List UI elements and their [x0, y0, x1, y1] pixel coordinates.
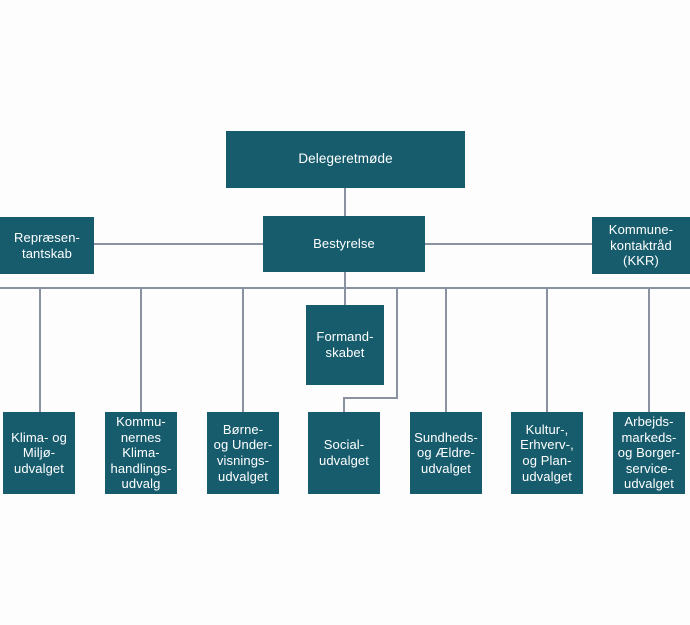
node-kultur-erhverv-og-planudvalget: Kultur-, Erhverv-, og Plan- udvalget	[511, 412, 583, 494]
connector-drop-arbejds	[648, 288, 650, 412]
committee-label: Arbejds- markeds- og Borger- service- ud…	[617, 414, 681, 492]
committee-label: Kultur-, Erhverv-, og Plan- udvalget	[520, 421, 574, 484]
connector-drop-sundheds	[445, 288, 447, 412]
node-kommunekontaktraad: Kommune- kontaktråd (KKR)	[592, 217, 690, 274]
node-repraesentantskab-label: Repræsen- tantskab	[14, 229, 80, 261]
connector-horizontal-rail	[0, 287, 690, 289]
committee-label: Børne- og Under- visnings- udvalget	[213, 421, 273, 484]
connector-drop-boerne	[242, 288, 244, 412]
committee-label: Sundheds- og Ældre- udvalget	[414, 429, 478, 476]
committee-label: Social- udvalget	[319, 437, 369, 468]
connector-drop-kultur	[546, 288, 548, 412]
node-bestyrelse-label: Bestyrelse	[313, 236, 375, 252]
node-klima-og-miljoeudvalget: Klima- og Miljø- udvalget	[3, 412, 75, 494]
node-formandskabet-label: Formand- skabet	[316, 329, 374, 360]
connector-drop-social-stub	[343, 397, 345, 412]
node-kommunernes-klimahandlingsudvalg: Kommu- nernes Klima- handlings- udvalg	[105, 412, 177, 494]
connector-delegeretmoede-bestyrelse	[344, 188, 346, 216]
node-sundheds-og-aeldreudvalget: Sundheds- og Ældre- udvalget	[410, 412, 482, 494]
node-socialudvalget: Social- udvalget	[308, 412, 380, 494]
connector-bestyrelse-kommunekontaktraad	[425, 243, 592, 245]
committee-label: Kommu- nernes Klima- handlings- udvalg	[110, 414, 172, 492]
node-bestyrelse: Bestyrelse	[263, 216, 425, 272]
connector-drop-klima	[39, 288, 41, 412]
node-kommunekontaktraad-label: Kommune- kontaktråd (KKR)	[608, 222, 674, 269]
node-formandskabet: Formand- skabet	[306, 305, 384, 385]
committee-label: Klima- og Miljø- udvalget	[11, 429, 67, 476]
connector-drop-social-vertical	[396, 288, 398, 399]
connector-drop-kommunernes	[140, 288, 142, 412]
node-delegeretmoede: Delegeretmøde	[226, 131, 465, 188]
connector-drop-social-elbow	[343, 397, 398, 399]
node-repraesentantskab: Repræsen- tantskab	[0, 217, 94, 274]
node-delegeretmoede-label: Delegeretmøde	[298, 151, 393, 167]
node-arbejdsmarkeds-og-borgerserviceudvalget: Arbejds- markeds- og Borger- service- ud…	[613, 412, 685, 494]
connector-repraesentantskab-bestyrelse	[94, 243, 263, 245]
node-boerne-og-undervisningsudvalget: Børne- og Under- visnings- udvalget	[207, 412, 279, 494]
